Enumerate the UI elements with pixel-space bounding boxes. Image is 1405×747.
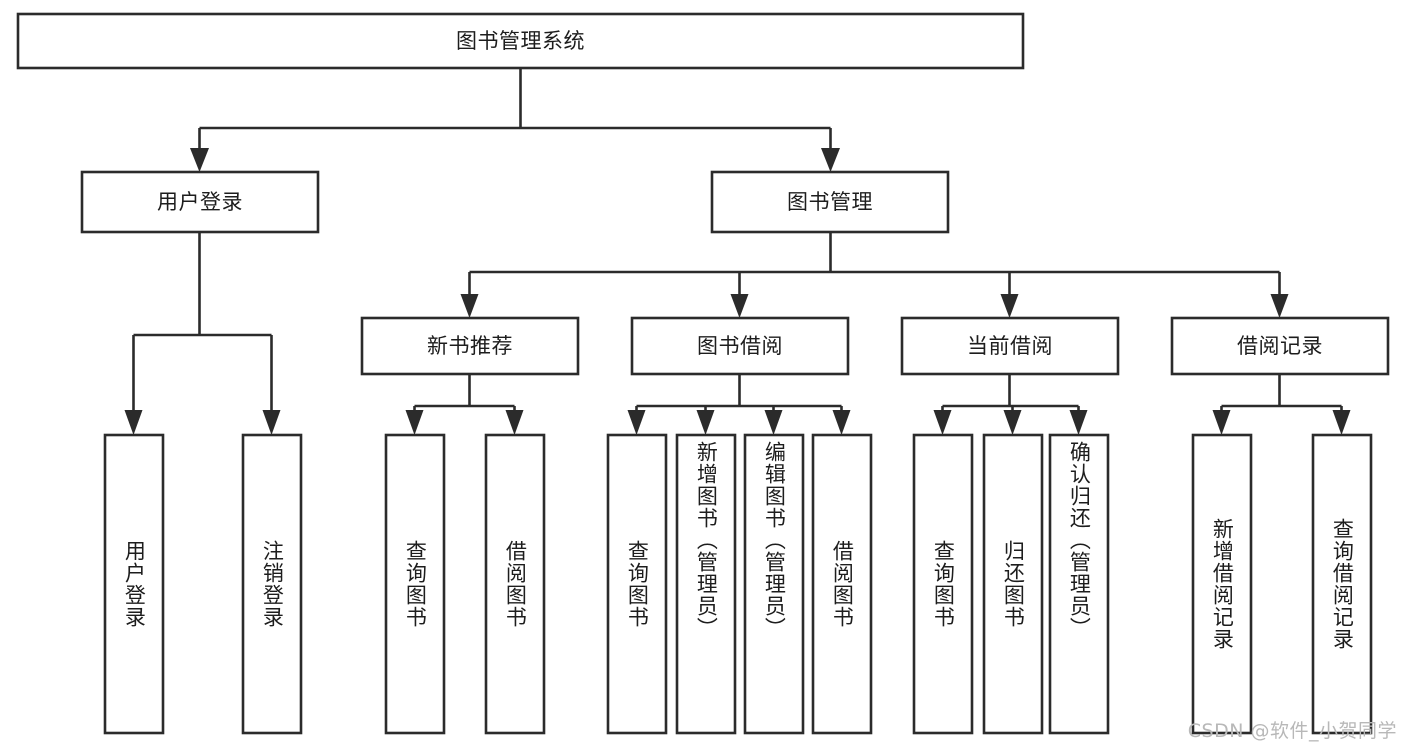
arrow-leaf-logout <box>262 410 281 435</box>
node-user-login-box[interactable] <box>80 170 320 234</box>
node-leaf-nbr-query-box[interactable] <box>384 433 446 735</box>
node-new-book-rec-label: 新书推荐 <box>427 334 513 358</box>
arrow-leaf-bb-query <box>627 410 646 435</box>
node-leaf-bb-borrow-box[interactable] <box>811 433 873 735</box>
arrow-to-book-borrow <box>730 294 749 318</box>
node-leaf-nbr-borrow-box[interactable] <box>484 433 546 735</box>
node-book-borrow-label: 图书借阅 <box>697 334 783 358</box>
node-leaf-bb-edit-box[interactable] <box>743 433 805 735</box>
arrow-leaf-bb-add <box>696 410 715 435</box>
node-leaf-cb-return-box[interactable] <box>982 433 1044 735</box>
arrow-leaf-bb-edit <box>764 410 783 435</box>
horizontal-label-group: 图书管理系统 用户登录 图书管理 新书推荐 图书借阅 当前借阅 借阅记录 <box>157 29 1323 358</box>
node-leaf-cb-confirm-box[interactable] <box>1048 433 1110 735</box>
node-leaf-cb-query-box[interactable] <box>912 433 974 735</box>
arrow-leaf-cb-return <box>1003 410 1022 435</box>
node-borrow-record-box[interactable] <box>1170 316 1390 376</box>
arrow-to-new-book-rec <box>460 294 479 318</box>
arrow-leaf-user-login <box>124 410 143 435</box>
arrow-leaf-cb-query <box>933 410 952 435</box>
node-borrow-record-label: 借阅记录 <box>1237 334 1323 358</box>
node-leaf-bb-query-box[interactable] <box>606 433 668 735</box>
node-user-login-label: 用户登录 <box>157 190 243 214</box>
connector-group <box>124 68 1351 435</box>
node-new-book-rec-box[interactable] <box>360 316 580 376</box>
node-root-label: 图书管理系统 <box>456 29 585 53</box>
node-book-manage-box[interactable] <box>710 170 950 234</box>
node-leaf-logout-box[interactable] <box>241 433 303 735</box>
arrow-leaf-cb-confirm <box>1069 410 1088 435</box>
node-current-borrow-box[interactable] <box>900 316 1120 376</box>
arrow-leaf-bb-borrow <box>832 410 851 435</box>
node-leaf-br-add-box[interactable] <box>1191 433 1253 735</box>
arrow-to-borrow-record <box>1270 294 1289 318</box>
arrow-leaf-nbr-query <box>405 410 424 435</box>
arrow-leaf-br-add <box>1212 410 1231 435</box>
arrow-leaf-br-query <box>1332 410 1351 435</box>
node-root-box[interactable] <box>16 12 1025 70</box>
node-leaf-bb-add-box[interactable] <box>675 433 737 735</box>
node-book-manage-label: 图书管理 <box>787 190 873 214</box>
arrow-leaf-nbr-borrow <box>505 410 524 435</box>
arrow-to-user-login <box>190 148 209 172</box>
node-current-borrow-label: 当前借阅 <box>967 334 1053 358</box>
arrow-to-current-borrow <box>1000 294 1019 318</box>
node-group <box>16 12 1390 735</box>
node-leaf-user-login-box[interactable] <box>103 433 165 735</box>
node-leaf-br-query-box[interactable] <box>1311 433 1373 735</box>
arrow-to-book-manage <box>821 148 840 172</box>
node-book-borrow-box[interactable] <box>630 316 850 376</box>
